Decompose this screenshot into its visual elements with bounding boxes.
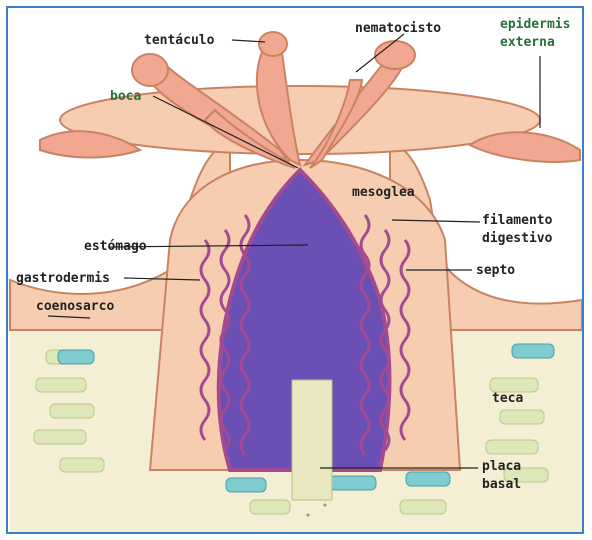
label-nematocisto: nematocisto (355, 20, 441, 37)
label-placa-1: placa (482, 458, 521, 475)
label-tentaculo: tentáculo (144, 32, 214, 49)
label-epidermis-1: epidermis (500, 16, 570, 33)
label-epidermis-2: externa (500, 34, 555, 51)
label-filamento-1: filamento (482, 212, 552, 229)
label-estomago: estómago (84, 238, 147, 255)
label-boca: boca (110, 88, 141, 105)
label-teca: teca (492, 390, 523, 407)
label-gastrodermis: gastrodermis (16, 270, 110, 287)
label-mesoglea: mesoglea (352, 184, 415, 201)
label-septo: septo (476, 262, 515, 279)
label-placa-2: basal (482, 476, 521, 493)
label-coenosarco: coenosarco (36, 298, 114, 315)
label-filamento-2: digestivo (482, 230, 552, 247)
